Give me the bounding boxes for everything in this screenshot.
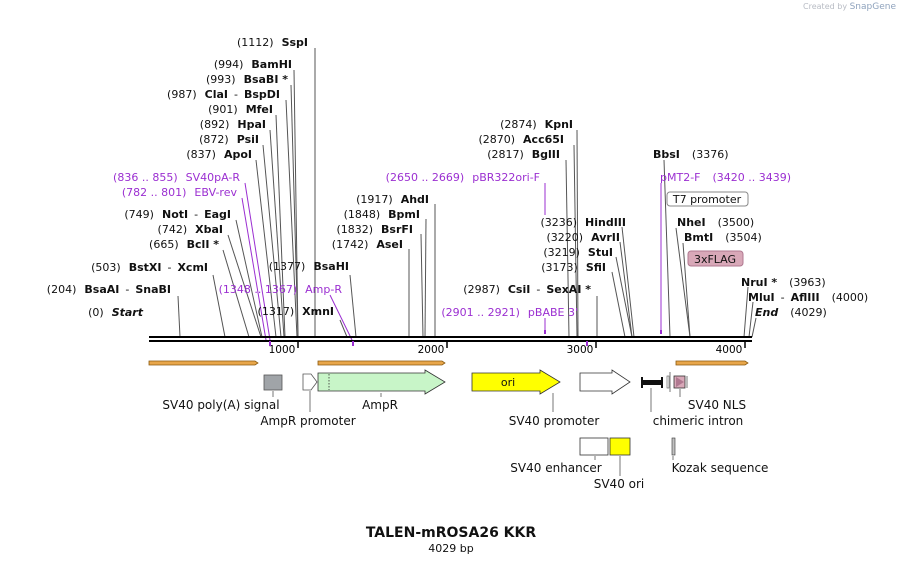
ori-feature [471, 369, 561, 395]
enzyme-labels: (1112)SspI (994)BamHI (993)BsaBI * (987)… [47, 36, 868, 319]
enzyme-site-bamhi: (994)BamHI [214, 58, 292, 71]
enzyme-site-kpni: (2874)KpnI [500, 118, 573, 131]
enzyme-site-bsrfi: (1832)BsrFI [336, 223, 413, 236]
feature-arrow-orange-3 [675, 360, 749, 366]
enzyme-site-psii: (872)PsiI [199, 133, 259, 146]
feature-arrow-orange-1 [148, 360, 259, 366]
sv40-polya-label: SV40 poly(A) signal [162, 398, 279, 412]
primer-labels: (836 .. 855)SV40pA-R (782 .. 801)EBV-rev… [113, 171, 791, 319]
feature-arrow-orange-2 [317, 360, 446, 366]
ampr-promoter-label: AmpR promoter [260, 414, 355, 428]
enzyme-site-end: End(4029) [755, 306, 827, 319]
enzyme-site-ahdi: (1917)AhdI [356, 193, 429, 206]
primer-pbr322ori-f: (2650 .. 2669)pBR322ori-F [386, 171, 540, 184]
tick-label: 3000 [567, 344, 594, 356]
kozak-feature [671, 437, 676, 456]
enzyme-site-bpmi: (1848)BpmI [344, 208, 420, 221]
t7-promoter-label: T7 promoter [672, 193, 742, 206]
primer-lines [241, 182, 662, 341]
credit-prefix: Created by [803, 2, 848, 11]
3xflag-label: 3xFLAG [694, 253, 736, 266]
tick-label: 4000 [716, 344, 743, 356]
sv40-promoter-feature [579, 369, 631, 395]
enzyme-site-bmti: BmtI(3504) [684, 231, 762, 244]
primer-pbabe-3: (2901 .. 2921)pBABE 3' [441, 306, 578, 319]
enzyme-site-asei: (1742)AseI [332, 238, 403, 251]
enzyme-site-start: (0)Start [88, 306, 144, 319]
sequence-backbone: 1000 2000 3000 4000 [149, 330, 752, 356]
enzyme-site-bsaai: (204)BsaAI-SnaBI [47, 283, 171, 296]
ampr-label: AmpR [362, 398, 398, 412]
enzyme-site-bsahi: (1377)BsaHI [269, 260, 349, 273]
primer-amp-r: (1348 .. 1367)Amp-R [219, 283, 343, 296]
primer-pmt2-f: pMT2-F(3420 .. 3439) [660, 171, 791, 184]
primer-sv40pa-r: (836 .. 855)SV40pA-R [113, 171, 240, 184]
chimeric-intron-feature [643, 380, 663, 385]
sv40-ori-label: SV40 ori [594, 477, 645, 491]
snapgene-logo: SnapGene [849, 2, 896, 12]
enzyme-site-sfii: (3173)SfiI [541, 261, 606, 274]
sv40-enhancer-feature [579, 437, 609, 456]
sv40-promoter-label: SV40 promoter [509, 414, 600, 428]
plasmid-title: TALEN-mROSA26 KKR [365, 525, 537, 541]
enzyme-site-mfei: (901)MfeI [208, 103, 273, 116]
enzyme-site-hpai: (892)HpaI [200, 118, 266, 131]
enzyme-site-noti: (749)NotI-EagI [124, 208, 231, 221]
enzyme-site-hindiii: (3236)HindIII [540, 216, 626, 229]
kozak-sequence-label: Kozak sequence [672, 461, 769, 475]
enzyme-site-sspi: (1112)SspI [237, 36, 308, 49]
primer-ebv-rev: (782 .. 801)EBV-rev [122, 186, 238, 199]
plasmid-map: 1000 2000 3000 4000 (1112)SspI (994)BamH… [47, 36, 868, 491]
sv40-polya-feature [263, 374, 283, 391]
enzyme-site-bcli: (665)BclI * [149, 238, 219, 251]
enzyme-site-nhei: NheI(3500) [677, 216, 754, 229]
sv40-enhancer-label: SV40 enhancer [510, 461, 601, 475]
snapgene-credit: Created by SnapGene [803, 2, 896, 12]
tick-label: 1000 [269, 344, 296, 356]
enzyme-cut-lines [177, 48, 757, 338]
enzyme-site-avrii: (3220)AvrII [547, 231, 620, 244]
plasmid-length: 4029 bp [428, 542, 474, 555]
enzyme-site-bbsi: BbsI(3376) [653, 148, 728, 161]
enzyme-site-nrui: NruI *(3963) [741, 276, 826, 289]
boxed-features: T7 promoter 3xFLAG [666, 191, 749, 267]
sv40-ori-feature [609, 437, 631, 456]
feature-track: ori SV40 poly(A) signal AmpR promoter Am… [148, 360, 769, 491]
chimeric-intron-label: chimeric intron [653, 414, 744, 428]
enzyme-site-xmni: (1317)XmnI [258, 305, 334, 318]
tick-label: 2000 [418, 344, 445, 356]
enzyme-site-xbai: (742)XbaI [158, 223, 223, 236]
enzyme-site-mlui: MluI-AflIII(4000) [748, 291, 868, 304]
enzyme-site-stui: (3219)StuI [543, 246, 613, 259]
enzyme-site-apoi: (837)ApoI [186, 148, 252, 161]
sv40-nls-label: SV40 NLS [688, 398, 746, 412]
enzyme-site-acc65i: (2870)Acc65I [478, 133, 564, 146]
ampr-feature [317, 369, 446, 395]
ampr-promoter-feature [302, 373, 318, 391]
enzyme-site-csii: (2987)CsiI-SexAI * [463, 283, 591, 296]
enzyme-site-bstxi: (503)BstXI-XcmI [91, 261, 208, 274]
enzyme-site-clai: (987)ClaI-BspDI [167, 88, 280, 101]
enzyme-site-bsabi: (993)BsaBI * [206, 73, 288, 86]
enzyme-site-bglii: (2817)BglII [487, 148, 560, 161]
ori-label: ori [501, 376, 515, 389]
